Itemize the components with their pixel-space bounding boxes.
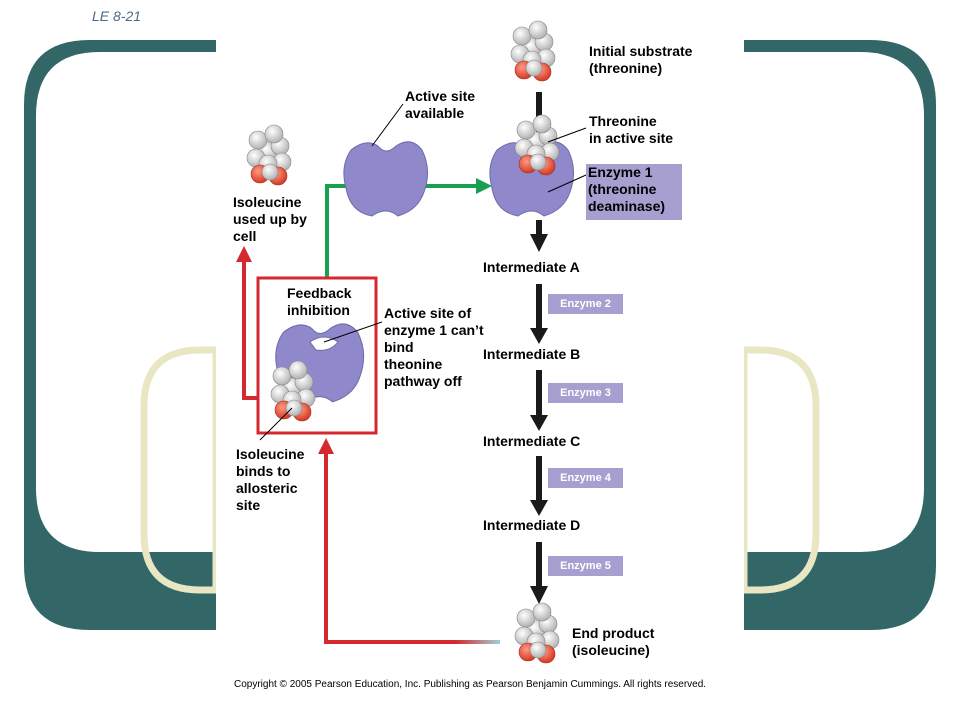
- frame-left-white: [36, 52, 216, 552]
- frame-right-white: [744, 52, 924, 552]
- feedback-inhibition-label: Feedback inhibition: [287, 285, 352, 318]
- leader-lines: [259, 103, 587, 441]
- enzyme-2-label: Enzyme 2: [548, 294, 623, 314]
- threonine-active-site-label: Threonine in active site: [589, 113, 674, 146]
- free-enzyme: [343, 141, 429, 217]
- intermediate-d-label: Intermediate D: [483, 517, 581, 533]
- intermediate-b-label: Intermediate B: [483, 346, 581, 362]
- enzyme-4-label: Enzyme 4: [548, 468, 623, 488]
- enzyme-5-label: Enzyme 5: [548, 556, 623, 576]
- end-product-label: End product (isoleucine): [572, 625, 655, 658]
- enzyme-1-label: Enzyme 1 (threonine deaminase): [586, 164, 682, 220]
- isoleucine-binds-label: Isoleucine binds to allosteric site: [236, 446, 305, 513]
- green-arrow: [325, 178, 492, 278]
- isoleucine-used-up-label: Isoleucine used up by cell: [233, 194, 307, 244]
- active-site-cant-bind-label: Active site of enzyme 1 can’t bind theon…: [384, 305, 484, 389]
- frame-left-cream: [140, 346, 220, 594]
- intermediate-c-label: Intermediate C: [483, 433, 581, 449]
- enzyme-3-label: Enzyme 3: [548, 383, 623, 403]
- feedback-inhibition-box: [256, 276, 378, 435]
- initial-substrate-label: Initial substrate (threonine): [589, 43, 693, 76]
- frame-right-cream: [740, 346, 820, 594]
- slide-label: LE 8-21: [92, 8, 142, 24]
- red-arrow-used-up: [236, 246, 258, 400]
- active-site-available-label: Active site available: [405, 88, 476, 121]
- intermediate-a-label: Intermediate A: [483, 259, 580, 275]
- distorted-active-site: [309, 336, 339, 351]
- pathway-arrows: [530, 92, 548, 604]
- copyright-notice: Copyright © 2005 Pearson Education, Inc.…: [234, 679, 707, 690]
- feedback-arrow: [318, 438, 500, 644]
